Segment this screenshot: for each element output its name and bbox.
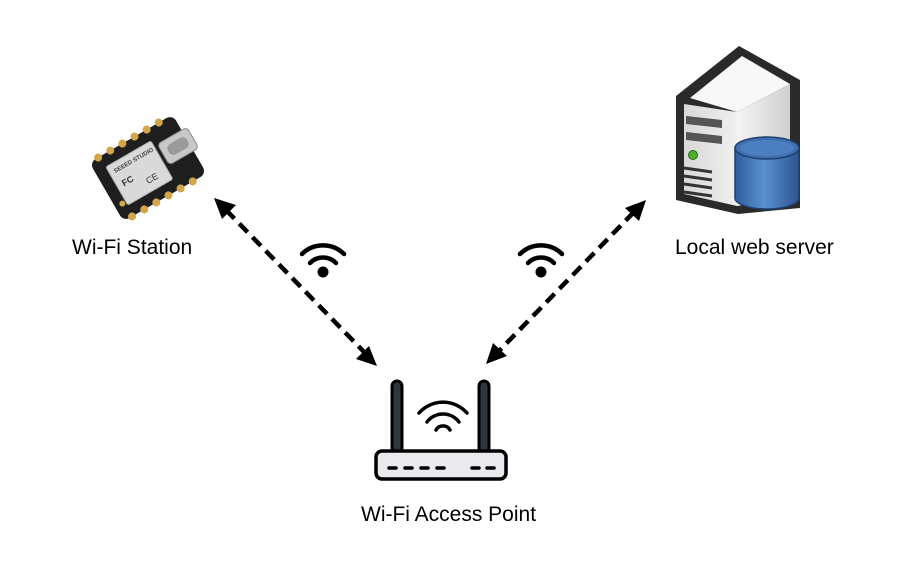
server-label: Local web server xyxy=(675,236,834,259)
arrowhead-end xyxy=(486,343,507,364)
wifi-icon xyxy=(517,243,565,278)
router-icon xyxy=(374,379,508,481)
wifi-icon xyxy=(299,243,347,278)
arrowhead-start xyxy=(214,198,236,219)
microcontroller-board-icon: SEEED STUDIO FC CE xyxy=(91,117,205,221)
dashed-connector xyxy=(224,208,369,357)
link-server-ap xyxy=(486,200,646,364)
database-icon xyxy=(734,136,800,210)
arrowhead-end xyxy=(356,346,377,366)
dashed-connector xyxy=(495,210,636,355)
access-point-label: Wi-Fi Access Point xyxy=(361,503,537,526)
station-label: Wi-Fi Station xyxy=(72,236,193,259)
link-station-ap xyxy=(214,198,377,366)
power-led xyxy=(688,150,698,160)
arrowhead-start xyxy=(625,200,646,221)
